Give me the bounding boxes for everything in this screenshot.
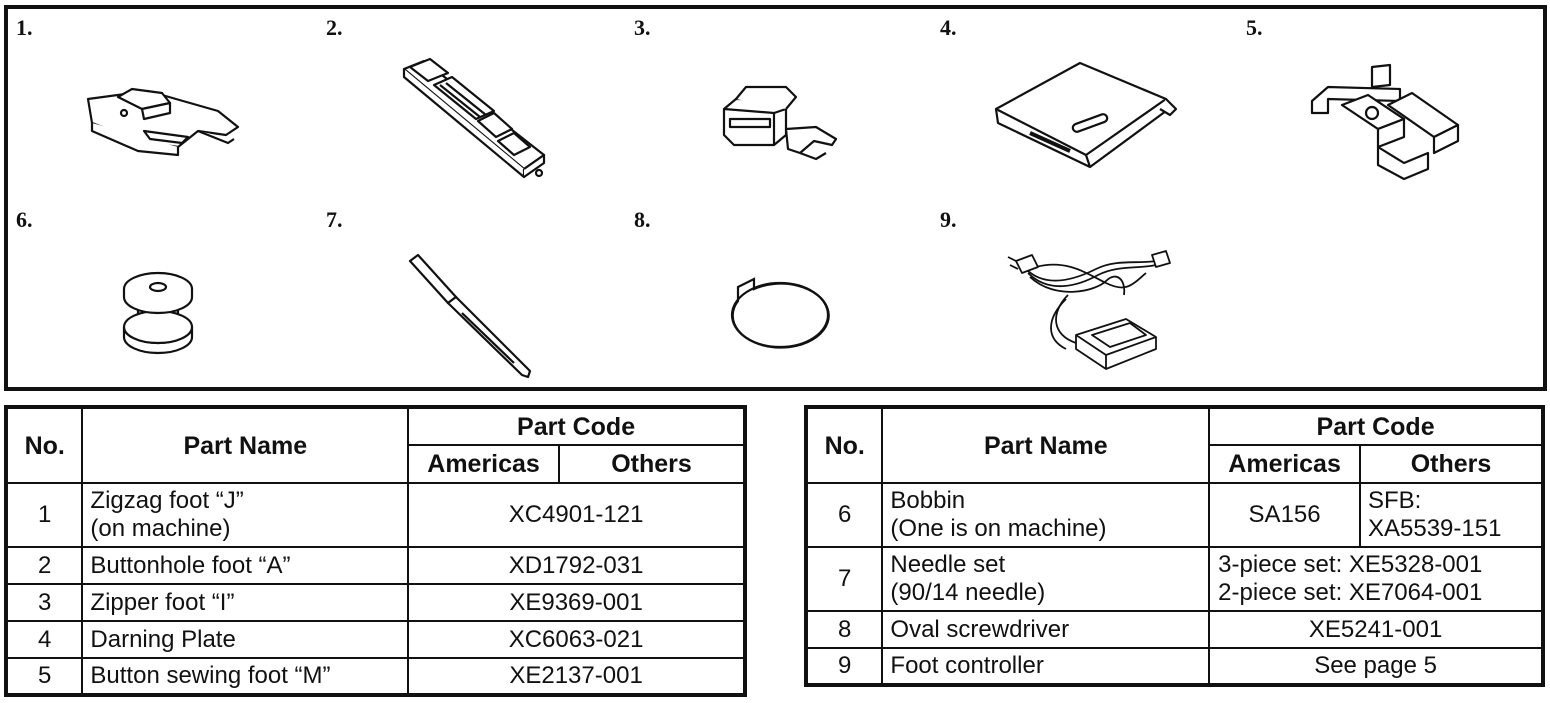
table-row: 6 Bobbin (One is on machine) SA156 SFB: … (804, 482, 1545, 548)
part-code-line: 2-piece set: XE7064-001 (1218, 579, 1483, 606)
part-name-line: (90/14 needle) (890, 579, 1046, 606)
accessory-5: 5. (1232, 9, 1543, 199)
row-part-code: XE2137-001 (407, 657, 746, 696)
header-part-name: Part Name (881, 406, 1211, 484)
bobbin-icon (122, 271, 194, 355)
parts-table-left: No. Part Name Part Code Americas Others … (4, 405, 747, 697)
accessory-number: 4. (940, 15, 957, 40)
row-part-name: Zipper foot “I” (81, 583, 410, 622)
row-part-code: XD1792-031 (407, 546, 746, 585)
table-row: 4 Darning Plate XC6063-021 (4, 620, 746, 659)
others-code-line: SFB: (1367, 487, 1422, 514)
table-row: 9 Foot controller See page 5 (804, 647, 1544, 686)
table-row: 8 Oval screwdriver XE5241-001 (804, 610, 1544, 649)
header-part-code: Part Code (407, 406, 746, 446)
accessory-6: 6. (8, 199, 314, 387)
row-part-code: 3-piece set: XE5328-001 2-piece set: XE7… (1208, 546, 1544, 612)
header-no: No. (804, 406, 884, 484)
row-part-code: XE9369-001 (407, 583, 746, 622)
accessory-number: 7. (326, 207, 343, 232)
row-americas-code: SA156 (1208, 482, 1361, 548)
row-no: 1 (4, 482, 84, 548)
header-americas: Americas (1208, 444, 1361, 484)
buttonhole-foot-icon (402, 57, 546, 179)
row-no: 6 (804, 482, 884, 548)
foot-controller-icon (1007, 250, 1171, 370)
row-others-code: SFB: XA5539-151 (1358, 482, 1545, 548)
row-part-code: XE5241-001 (1208, 610, 1544, 649)
row-no: 3 (4, 583, 84, 622)
zipper-foot-icon (722, 85, 838, 161)
zigzag-foot-icon (86, 87, 240, 157)
row-no: 9 (804, 647, 884, 686)
row-part-name: Foot controller (881, 647, 1211, 686)
row-part-name: Buttonhole foot “A” (81, 546, 410, 585)
oval-screwdriver-icon (730, 277, 830, 349)
accessory-2: 2. (314, 9, 620, 199)
part-name-line: (on machine) (90, 515, 231, 542)
accessory-1: 1. (8, 9, 314, 199)
table-row: 7 Needle set (90/14 needle) 3-piece set:… (804, 546, 1544, 612)
accessory-number: 2. (326, 15, 343, 40)
row-no: 8 (804, 610, 884, 649)
row-part-name: Bobbin (One is on machine) (881, 482, 1211, 548)
table-row: 3 Zipper foot “I” XE9369-001 (4, 583, 746, 622)
part-code-line: 3-piece set: XE5328-001 (1218, 551, 1483, 578)
accessory-7: 7. (314, 199, 620, 387)
row-part-code: XC4901-121 (407, 482, 746, 548)
part-name-line: Zigzag foot “J” (90, 487, 244, 514)
row-part-name: Oval screwdriver (881, 610, 1211, 649)
part-name-line: Bobbin (890, 487, 966, 514)
accessories-illustration-panel: 1. 2. (4, 5, 1547, 391)
header-part-name: Part Name (81, 406, 410, 484)
accessory-number: 6. (16, 207, 33, 232)
accessory-number: 8. (634, 207, 651, 232)
row-part-name: Button sewing foot “M” (81, 657, 410, 696)
row-part-name: Zigzag foot “J” (on machine) (81, 482, 410, 548)
darning-plate-icon (994, 61, 1178, 169)
row-part-name: Needle set (90/14 needle) (881, 546, 1211, 612)
parts-table-right: No. Part Name Part Code Americas Others … (804, 405, 1545, 687)
table-row: 2 Buttonhole foot “A” XD1792-031 (4, 546, 746, 585)
accessory-number: 5. (1246, 15, 1263, 40)
header-part-code: Part Code (1208, 406, 1544, 446)
table-row: 1 Zigzag foot “J” (on machine) XC4901-12… (4, 482, 746, 548)
header-others: Others (1358, 444, 1545, 484)
others-code-line: XA5539-151 (1367, 515, 1502, 542)
accessory-4: 4. (926, 9, 1232, 199)
row-no: 2 (4, 546, 84, 585)
row-part-code: See page 5 (1208, 647, 1544, 686)
part-name-line: Needle set (890, 551, 1006, 578)
button-sewing-foot-icon (1310, 63, 1460, 181)
header-others: Others (557, 444, 747, 484)
accessory-number: 9. (940, 207, 957, 232)
accessory-number: 3. (634, 15, 651, 40)
row-part-name: Darning Plate (81, 620, 410, 659)
row-no: 4 (4, 620, 84, 659)
part-name-line: (One is on machine) (890, 515, 1107, 542)
row-part-code: XC6063-021 (407, 620, 746, 659)
row-no: 7 (804, 546, 884, 612)
table-row: 5 Button sewing foot “M” XE2137-001 (4, 657, 746, 696)
header-no: No. (4, 406, 84, 484)
accessory-9: 9. (926, 199, 1232, 387)
accessory-number: 1. (16, 15, 33, 40)
header-americas: Americas (407, 444, 560, 484)
accessory-8: 8. (620, 199, 926, 387)
row-no: 5 (4, 657, 84, 696)
needle-icon (408, 253, 532, 379)
accessory-3: 3. (620, 9, 926, 199)
